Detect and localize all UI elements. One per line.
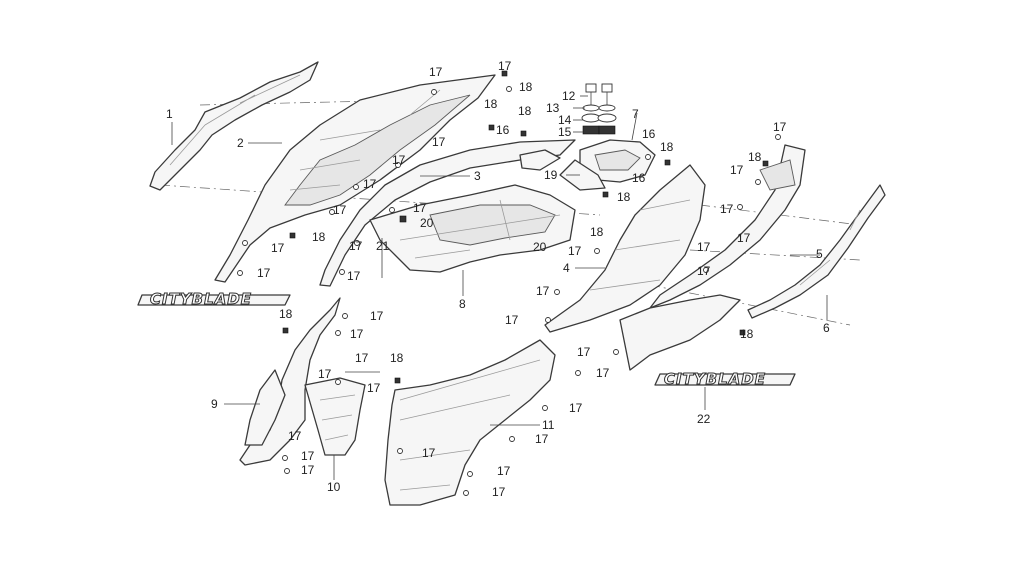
- callout-15: 15: [558, 125, 572, 139]
- callout-13: 13: [546, 101, 560, 115]
- part-6-right-rail[interactable]: [747, 184, 886, 319]
- callout-3: 3: [474, 169, 481, 183]
- callout-12: 12: [562, 89, 576, 103]
- callout-17ae: 17: [422, 446, 436, 460]
- callout-6: 6: [823, 321, 830, 335]
- callout-20b: 20: [533, 240, 547, 254]
- callout-17r: 17: [697, 264, 711, 278]
- callout-17l: 17: [568, 244, 582, 258]
- part-1-left-rail[interactable]: [149, 61, 319, 191]
- callout-17ac: 17: [301, 449, 315, 463]
- part-10-center-lower-panel[interactable]: [304, 377, 366, 456]
- callout-20a: 20: [420, 216, 434, 230]
- callout-17k: 17: [413, 201, 427, 215]
- callout-22: 22: [697, 412, 711, 426]
- callout-17y: 17: [355, 351, 369, 365]
- callout-17ab: 17: [288, 429, 302, 443]
- callout-18g: 18: [312, 230, 326, 244]
- callout-16b: 16: [496, 123, 510, 137]
- callout-7: 7: [632, 107, 639, 121]
- callout-18d: 18: [660, 140, 674, 154]
- callout-18f: 18: [590, 225, 604, 239]
- callout-17x: 17: [350, 327, 364, 341]
- callout-18a: 18: [519, 80, 533, 94]
- callout-17z: 17: [318, 367, 332, 381]
- part-3-inner-rail[interactable]: [319, 139, 576, 287]
- part-5-right-side-cover[interactable]: [619, 144, 806, 371]
- callout-17q: 17: [697, 240, 711, 254]
- callout-17s: 17: [720, 202, 734, 216]
- callout-17f: 17: [333, 203, 347, 217]
- part-4-right-fairing[interactable]: [544, 164, 706, 333]
- fastener-screws: [237, 70, 781, 496]
- logo-left-text: CITYBLADE: [150, 290, 252, 308]
- bolt-stack-12-15: [581, 83, 617, 135]
- callout-17ag: 17: [535, 432, 549, 446]
- callout-17n: 17: [505, 313, 519, 327]
- callout-17o: 17: [577, 345, 591, 359]
- callout-17a: 17: [429, 65, 443, 79]
- callout-18c: 18: [518, 104, 532, 118]
- callout-18h: 18: [748, 150, 762, 164]
- callout-14: 14: [558, 113, 572, 127]
- logo-right: CITYBLADE: [654, 370, 796, 389]
- callout-18b: 18: [484, 97, 498, 111]
- callout-17ai: 17: [492, 485, 506, 499]
- part-7-top-bracket[interactable]: [559, 139, 656, 191]
- callout-17i: 17: [349, 239, 363, 253]
- callout-17af: 17: [569, 401, 583, 415]
- part-2-left-side-cover[interactable]: [214, 74, 496, 283]
- callout-11: 11: [542, 418, 555, 432]
- callout-19: 19: [544, 168, 558, 182]
- callout-17b: 17: [498, 59, 512, 73]
- callout-10: 10: [327, 480, 341, 494]
- callout-21: 21: [376, 239, 390, 253]
- callout-16: 16: [642, 127, 656, 141]
- callout-17e: 17: [363, 177, 377, 191]
- callout-17t: 17: [737, 231, 751, 245]
- callout-2: 2: [237, 136, 244, 150]
- callout-17p: 17: [596, 366, 610, 380]
- callout-16c: 16: [632, 171, 646, 185]
- callout-17j: 17: [347, 269, 361, 283]
- callout-4: 4: [563, 261, 570, 275]
- callout-5: 5: [816, 247, 823, 261]
- callout-17h: 17: [257, 266, 271, 280]
- callout-17d: 17: [392, 153, 406, 167]
- logo-left: CITYBLADE: [137, 290, 291, 309]
- callout-17w: 17: [370, 309, 384, 323]
- leader-lines: [171, 95, 828, 480]
- callout-18e: 18: [617, 190, 631, 204]
- callout-17m: 17: [536, 284, 550, 298]
- callout-8: 8: [459, 297, 466, 311]
- callout-17v: 17: [773, 120, 787, 134]
- callout-17g: 17: [271, 241, 285, 255]
- callout-17ah: 17: [497, 464, 511, 478]
- callout-18j: 18: [279, 307, 293, 321]
- callout-labels: 1 2 3 4 5 6 7 8 9 10 11 12 13 14 15 16 1…: [166, 59, 830, 499]
- part-9-lower-left-panel[interactable]: [239, 297, 341, 466]
- callout-9: 9: [211, 397, 218, 411]
- part-11-right-lower-panel[interactable]: [384, 339, 556, 506]
- callout-17ad: 17: [301, 463, 315, 477]
- logo-right-text: CITYBLADE: [664, 370, 766, 388]
- callout-18k: 18: [390, 351, 404, 365]
- callout-18i: 18: [740, 327, 754, 341]
- callout-17c: 17: [432, 135, 446, 149]
- part-8-center-frame[interactable]: [369, 184, 576, 273]
- callout-17aa: 17: [367, 381, 381, 395]
- callout-17u: 17: [730, 163, 744, 177]
- callout-1: 1: [166, 107, 173, 121]
